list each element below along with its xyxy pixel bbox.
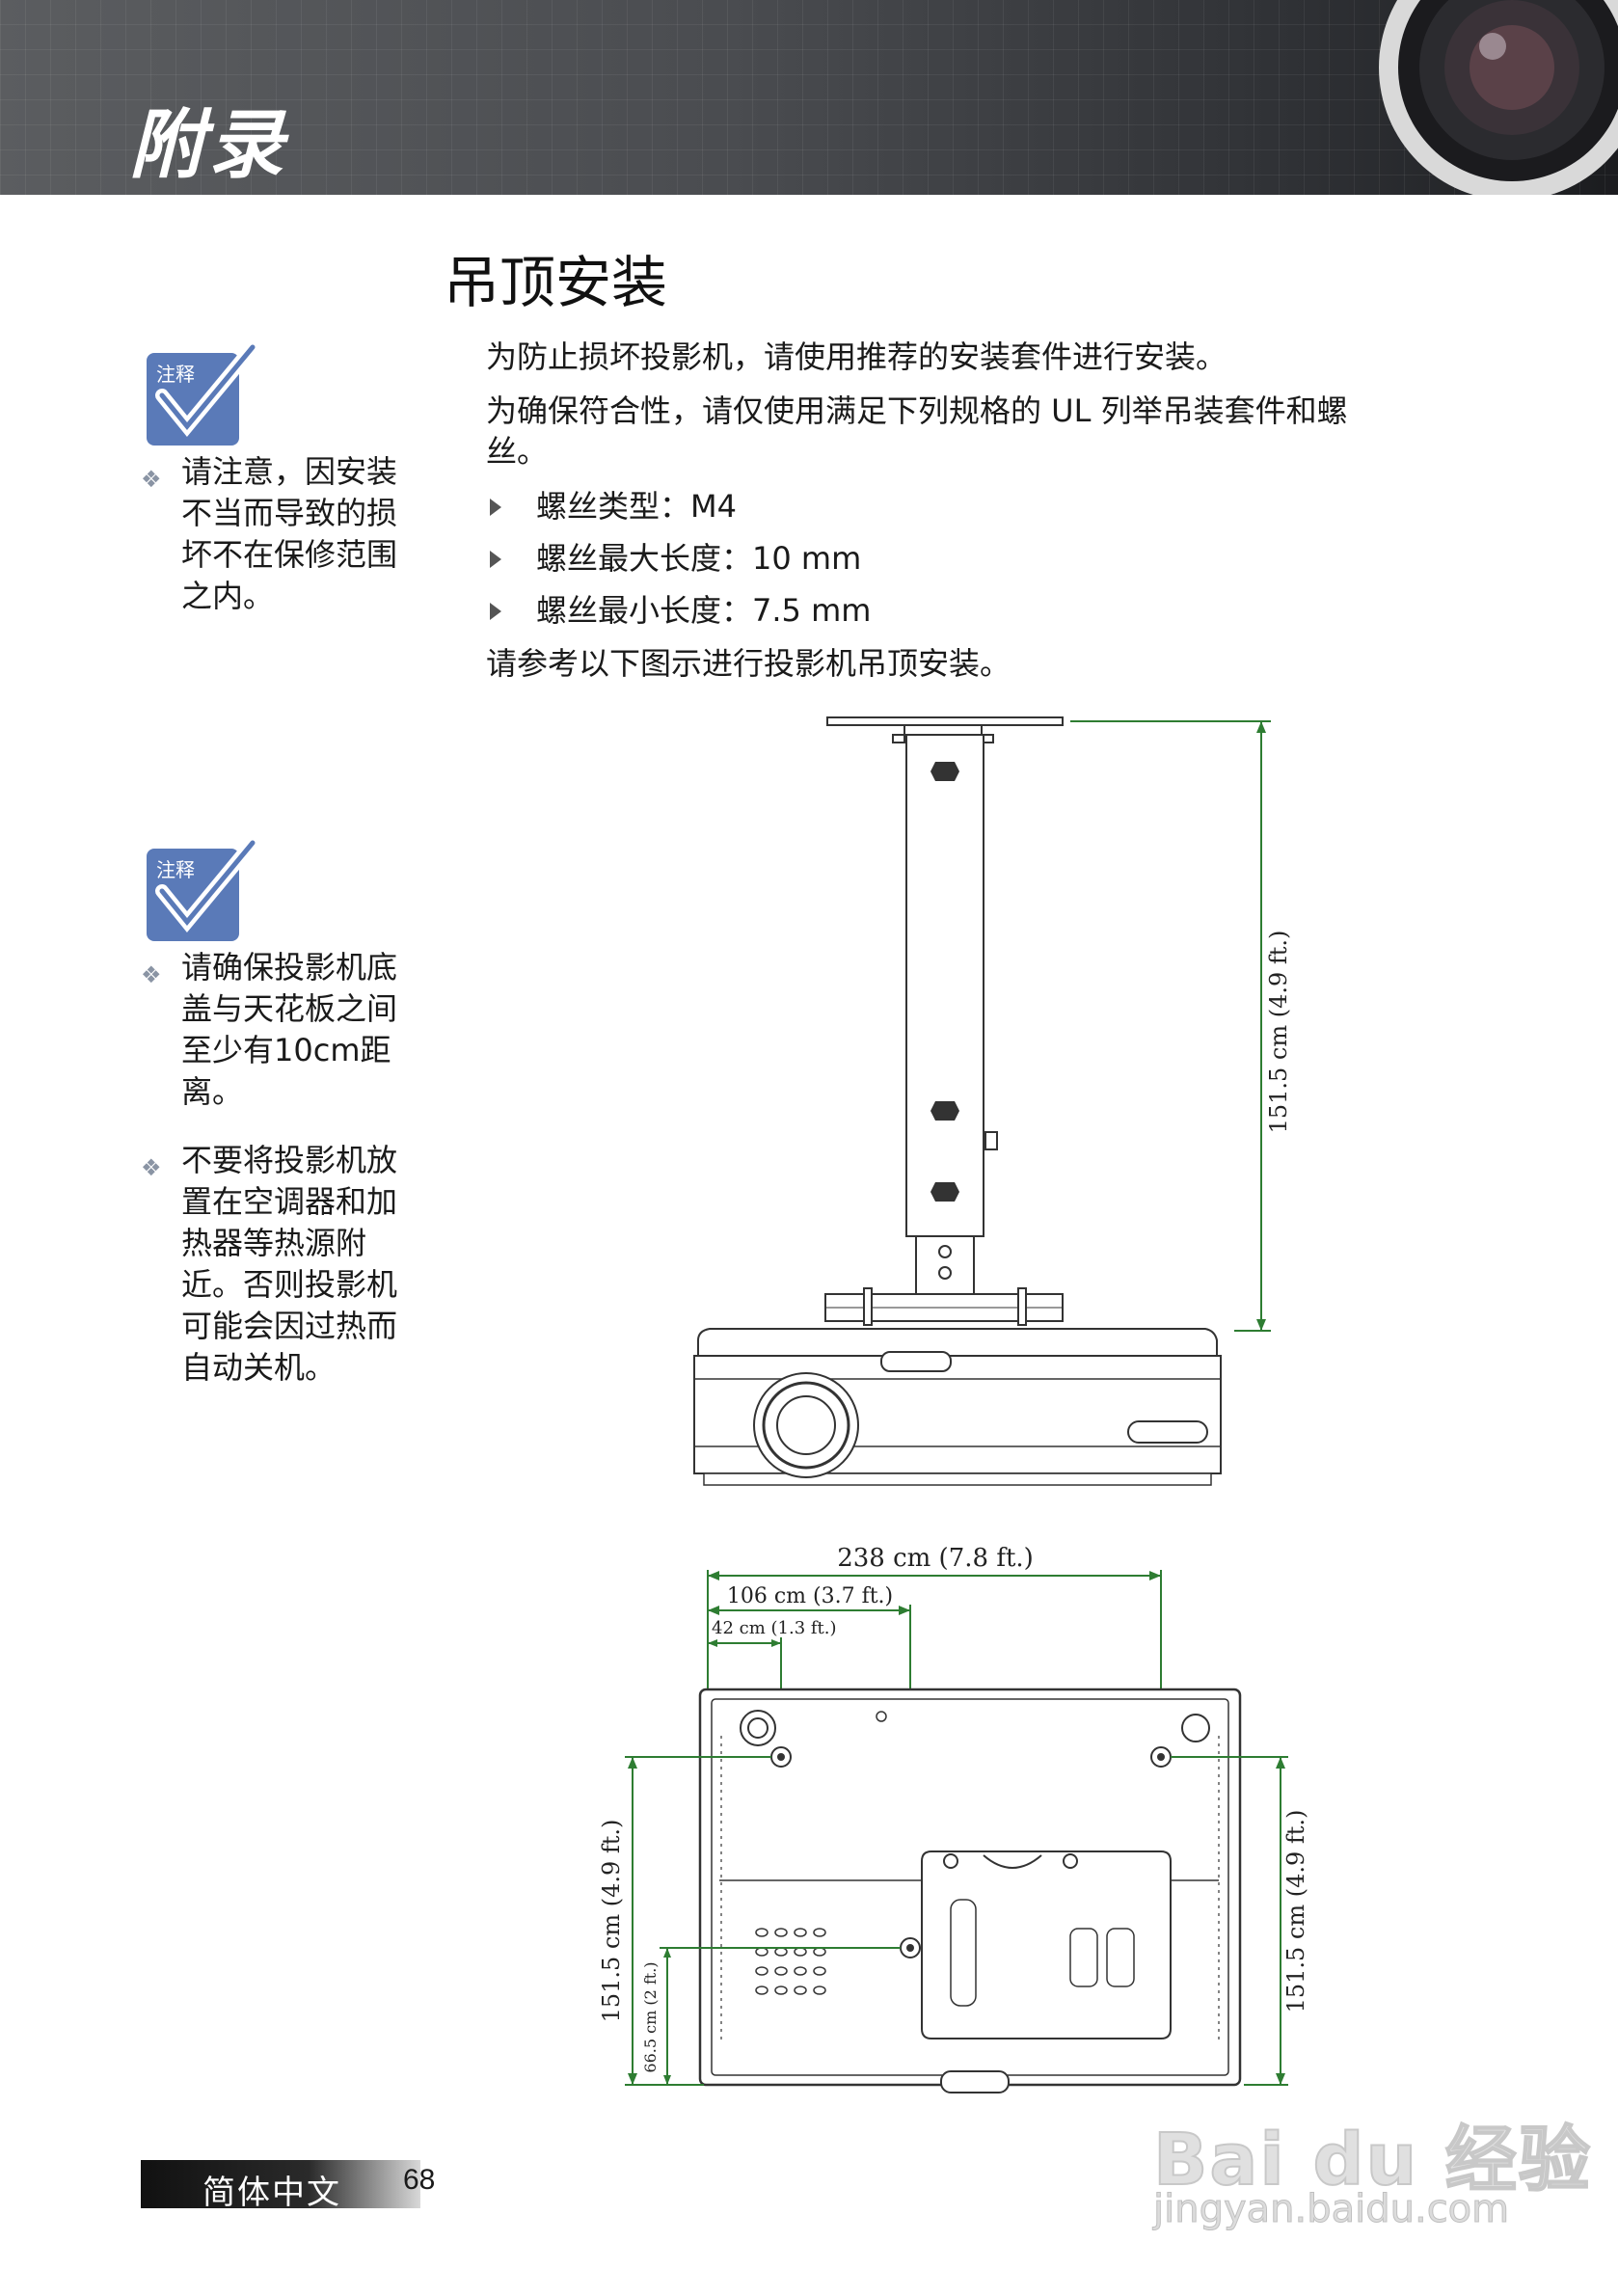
reference-paragraph: 请参考以下图示进行投影机吊顶安装。 [486, 645, 1011, 682]
height-right-label: 151.5 cm (4.9 ft.) [1282, 1810, 1309, 2013]
spec-item: 螺丝最小长度：7.5 mm [486, 584, 871, 636]
note-item: ❖请注意，因安装不当而导致的损坏不在保修范围之内。 [141, 453, 398, 614]
spec-item: 螺丝类型：M4 [486, 480, 871, 532]
diamond-bullet-icon: ❖ [141, 961, 162, 988]
note-icon: 注释 [145, 836, 259, 945]
triangle-bullet-icon [490, 551, 501, 568]
spec-item: 螺丝最大长度：10 mm [486, 532, 871, 584]
compliance-paragraph-line1: 为确保符合性，请仅使用满足下列规格的 UL 列举吊装套件和螺 [486, 392, 1348, 429]
spec-list: 螺丝类型：M4 螺丝最大长度：10 mm 螺丝最小长度：7.5 mm [486, 480, 871, 636]
checkmark-icon [147, 836, 259, 941]
triangle-bullet-icon [490, 603, 501, 620]
header-title: 附录 [129, 102, 288, 189]
baidu-watermark-url: jingyan.baidu.com [1152, 2187, 1510, 2232]
compliance-paragraph-line2: 丝。 [486, 433, 549, 470]
note-item: ❖请确保投影机底盖与天花板之间至少有10cm距离。 [141, 949, 398, 1110]
baidu-watermark: Bai du 经验 [1152, 2118, 1592, 2202]
note-icon: 注释 [145, 340, 259, 449]
note-list-2: ❖请确保投影机底盖与天花板之间至少有10cm距离。 ❖不要将投影机放置在空调器和… [141, 947, 420, 1416]
footer-language-bar: 简体中文 [141, 2160, 420, 2212]
header-banner: 附录 [0, 0, 1618, 195]
note-label: 注释 [156, 363, 195, 386]
front-height-label: 151.5 cm (4.9 ft.) [1265, 931, 1292, 1134]
note-item: ❖不要将投影机放置在空调器和加热器等热源附近。否则投影机可能会因过热而自动关机。 [141, 1142, 398, 1386]
projector-bottom-view-diagram: 238 cm (7.8 ft.) 106 cm (3.7 ft.) 42 cm … [598, 1544, 1309, 2093]
section-title: 吊顶安装 [444, 250, 668, 315]
lens-icon [1379, 0, 1618, 195]
note-label: 注释 [156, 858, 195, 881]
triangle-bullet-icon [490, 499, 501, 516]
checkmark-icon [147, 340, 259, 446]
intro-paragraph: 为防止损坏投影机，请使用推荐的安装套件进行安装。 [486, 338, 1227, 375]
note-list-1: ❖请注意，因安装不当而导致的损坏不在保修范围之内。 [141, 451, 420, 644]
footer-language: 简体中文 [202, 2174, 341, 2212]
width-mid-label: 106 cm (3.7 ft.) [727, 1584, 893, 1608]
width-total-label: 238 cm (7.8 ft.) [837, 1544, 1034, 1573]
diamond-bullet-icon: ❖ [141, 1154, 162, 1181]
height-small-label: 66.5 cm (2 ft.) [641, 1961, 660, 2072]
ceiling-mount-front-diagram: 151.5 cm (4.9 ft.) [693, 716, 1292, 1486]
page-number: 68 [403, 2164, 436, 2196]
diamond-bullet-icon: ❖ [141, 466, 162, 493]
height-left-label: 151.5 cm (4.9 ft.) [598, 1820, 625, 2023]
width-small-label: 42 cm (1.3 ft.) [712, 1618, 837, 1638]
